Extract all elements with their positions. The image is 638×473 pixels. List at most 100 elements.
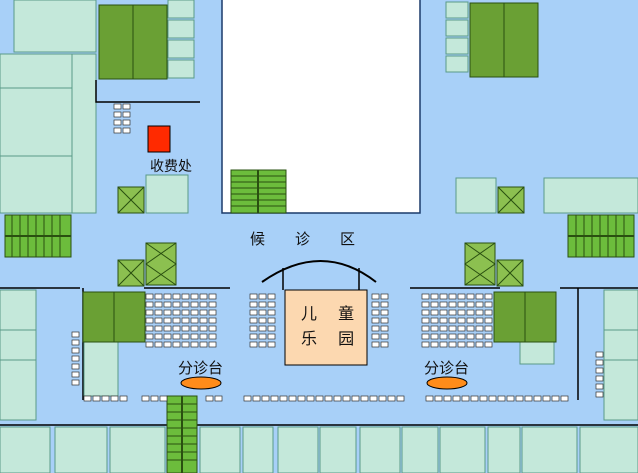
- playground-label-line2: 乐 园: [301, 329, 363, 348]
- seat: [199, 333, 208, 340]
- seat: [267, 333, 276, 340]
- seat: [71, 379, 80, 386]
- outer-walls: [221, 0, 421, 214]
- seat: [371, 301, 380, 308]
- seat: [387, 395, 396, 402]
- playground-label-line1: 儿 童: [301, 304, 363, 323]
- seat: [172, 333, 181, 340]
- seat: [172, 293, 181, 300]
- seat: [163, 293, 172, 300]
- left-wing-elevator-cross: [117, 186, 145, 214]
- seat: [154, 301, 163, 308]
- seat: [190, 309, 199, 316]
- seat: [595, 359, 604, 366]
- seat: [466, 333, 475, 340]
- seat: [181, 325, 190, 332]
- seat: [163, 301, 172, 308]
- seat: [83, 395, 92, 402]
- seat: [190, 333, 199, 340]
- seat: [258, 325, 267, 332]
- seat: [369, 395, 378, 402]
- seat: [261, 395, 270, 402]
- seat: [288, 395, 297, 402]
- seat: [122, 119, 131, 126]
- seat: [457, 293, 466, 300]
- seat: [371, 309, 380, 316]
- seat: [475, 309, 484, 316]
- seat: [342, 395, 351, 402]
- triage-left-label: 分诊台: [178, 359, 224, 377]
- seat: [421, 309, 430, 316]
- seat: [122, 127, 131, 134]
- seat: [421, 325, 430, 332]
- seat: [380, 325, 389, 332]
- seat: [439, 293, 448, 300]
- seat: [154, 293, 163, 300]
- left-wing-inner-wall: [95, 80, 200, 103]
- seat: [190, 293, 199, 300]
- seat: [181, 333, 190, 340]
- seat: [484, 333, 493, 340]
- seat: [380, 309, 389, 316]
- seat: [154, 341, 163, 348]
- seat: [439, 333, 448, 340]
- seat: [252, 395, 261, 402]
- seat: [190, 341, 199, 348]
- seat: [595, 383, 604, 390]
- seat: [258, 293, 267, 300]
- seat: [199, 293, 208, 300]
- seat: [443, 395, 452, 402]
- seat: [421, 301, 430, 308]
- seat: [208, 341, 217, 348]
- seat: [163, 333, 172, 340]
- seat: [190, 317, 199, 324]
- seat: [71, 355, 80, 362]
- seat: [466, 317, 475, 324]
- seat: [267, 309, 276, 316]
- seat: [466, 293, 475, 300]
- seat: [430, 293, 439, 300]
- seat: [258, 309, 267, 316]
- seat: [448, 341, 457, 348]
- seat: [113, 119, 122, 126]
- seat: [515, 395, 524, 402]
- seat: [181, 309, 190, 316]
- seat: [110, 395, 119, 402]
- seat: [439, 301, 448, 308]
- seat: [475, 293, 484, 300]
- seat: [101, 395, 110, 402]
- seat: [506, 395, 515, 402]
- seat: [448, 309, 457, 316]
- seat: [484, 301, 493, 308]
- seat: [371, 317, 380, 324]
- cashier-label: 收费处: [150, 159, 192, 175]
- seat: [154, 309, 163, 316]
- seat: [208, 309, 217, 316]
- seat: [380, 301, 389, 308]
- seat: [145, 309, 154, 316]
- seat: [475, 325, 484, 332]
- seat: [172, 317, 181, 324]
- seat: [430, 325, 439, 332]
- seat: [448, 301, 457, 308]
- seat: [448, 317, 457, 324]
- seat: [484, 309, 493, 316]
- seat: [371, 341, 380, 348]
- seat: [430, 333, 439, 340]
- side-stairs-steps: [5, 215, 634, 257]
- seat: [461, 395, 470, 402]
- seat: [380, 333, 389, 340]
- seat: [457, 317, 466, 324]
- seat: [475, 333, 484, 340]
- seat: [371, 325, 380, 332]
- seat: [145, 317, 154, 324]
- seat: [199, 317, 208, 324]
- seat: [71, 371, 80, 378]
- seat: [113, 103, 122, 110]
- hall-side-rooms: [0, 289, 638, 421]
- seat: [306, 395, 315, 402]
- seat: [208, 333, 217, 340]
- seat: [421, 317, 430, 324]
- seat: [595, 375, 604, 382]
- seat: [145, 325, 154, 332]
